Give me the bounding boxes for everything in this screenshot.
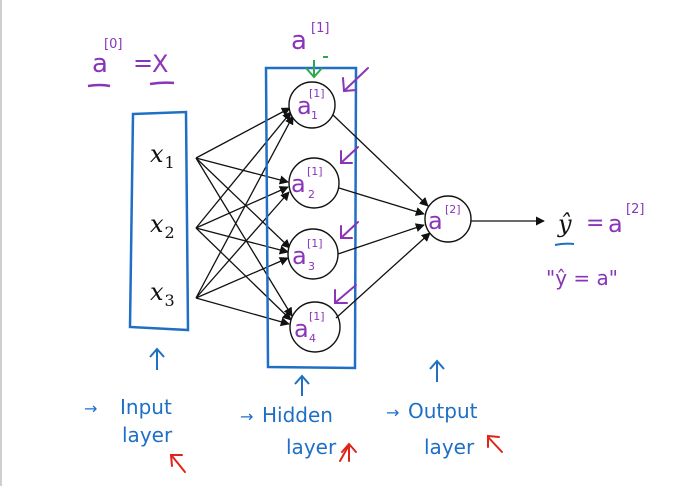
prediction-equation: ŷ = a [2] [557, 202, 644, 238]
output-layer-label-line1: Output [408, 399, 478, 423]
prediction-lhs: ŷ [557, 210, 572, 238]
input-node-x2-sub: 2 [165, 223, 175, 242]
hidden-node-1: a [1] 1 [288, 81, 336, 129]
input-layer-label-group: → Input layer [84, 347, 186, 473]
hidden-node-4-base: a [294, 315, 309, 343]
prediction-note: "ŷ = a" [546, 266, 618, 290]
input-node-x1-base: x [150, 140, 164, 168]
input-vector-label: a [0] = X [92, 37, 168, 79]
hidden-node-3-sub: 3 [308, 260, 315, 273]
hidden-node-2: a [1] 2 [288, 157, 340, 209]
output-node-base: a [428, 207, 443, 235]
input-layer-label-line1: Input [120, 395, 172, 419]
hidden-layer-label-group: → Hidden layer [240, 374, 357, 462]
hidden-vector-base: a [291, 26, 307, 56]
edge-x3-h2 [195, 191, 290, 299]
input-node-x2-base: x [150, 210, 164, 238]
edge-x1-h2 [195, 157, 289, 185]
input-vector-rhs: X [152, 50, 168, 78]
input-layer-box [128, 110, 190, 332]
prediction-sup: [2] [626, 202, 644, 217]
red-arrow-icon-input [169, 454, 186, 473]
hidden-vector-label: a [1] [291, 21, 329, 56]
edge-x1-h4 [195, 157, 293, 317]
edge-x2-h2 [195, 186, 289, 229]
svg-text:x3: x3 [150, 278, 175, 310]
prediction-rhs: a [608, 210, 623, 238]
edge-x3-h4 [195, 297, 290, 327]
hidden-vector-sup: [1] [311, 21, 329, 36]
input-layer-arrow-glyph: → [84, 399, 97, 418]
hidden-layer-label-line1: Hidden [262, 403, 333, 427]
edge-x3-h1 [195, 115, 294, 299]
hidden-node-4-sub: 4 [309, 332, 316, 345]
prediction-eq: = [586, 211, 604, 236]
up-arrow-icon-input [149, 347, 165, 370]
input-vector-underline-x [149, 81, 175, 86]
input-node-x2: x2 [150, 210, 175, 242]
output-node: a [2] [424, 195, 472, 243]
edge-x1-h3 [195, 157, 291, 249]
input-node-x3-base: x [150, 278, 164, 306]
input-node-x1: x1 [150, 140, 175, 172]
hidden-node-2-sub: 2 [308, 188, 315, 201]
edges-input-to-hidden [195, 107, 294, 327]
input-node-x3-sub: 3 [165, 291, 175, 310]
input-vector-eq: = [133, 49, 153, 77]
hidden-node-3: a [1] 3 [287, 228, 339, 280]
hidden-layer-label-line2: layer [286, 435, 337, 459]
output-layer-arrow-glyph: → [386, 403, 399, 422]
edge-h2-out [338, 187, 425, 216]
input-node-x3: x3 [150, 278, 175, 310]
edges-hidden-to-output [332, 114, 431, 319]
output-node-sup: [2] [445, 203, 461, 216]
hidden-node-1-base: a [297, 92, 312, 120]
purple-arrow-icon-1 [342, 67, 369, 93]
edge-x2-h1 [195, 111, 292, 229]
hidden-node-2-base: a [291, 170, 306, 198]
hidden-layer-box [264, 66, 358, 370]
hidden-node-3-base: a [292, 242, 307, 270]
input-vector-underline-a [87, 83, 111, 88]
output-layer-label-line2: layer [424, 435, 475, 459]
edge-x2-h3 [195, 227, 289, 255]
hidden-node-1-sub: 1 [311, 109, 318, 122]
edge-h4-out [335, 232, 431, 319]
purple-arrow-icon-2 [340, 146, 359, 164]
input-vector-sup: [0] [104, 37, 122, 52]
hidden-node-4: a [1] 4 [289, 301, 341, 353]
hidden-node-1-sup: [1] [309, 87, 325, 100]
input-node-x1-sub: 1 [165, 153, 175, 172]
purple-arrow-icon-4 [334, 284, 357, 304]
svg-text:x1: x1 [150, 140, 175, 172]
up-arrow-icon-output [429, 359, 445, 382]
output-layer-label-group: → Output layer [386, 359, 503, 459]
purple-pointer-arrows [334, 67, 369, 304]
edge-x1-h1 [195, 107, 291, 159]
hidden-node-4-sup: [1] [309, 310, 325, 323]
edge-x3-h3 [195, 257, 289, 299]
edge-x2-h4 [195, 227, 292, 321]
hidden-node-2-sup: [1] [307, 165, 323, 178]
up-arrow-icon-hidden [294, 374, 310, 396]
edge-h1-out [332, 114, 429, 207]
red-arrow-icon-hidden [339, 442, 357, 462]
input-layer-label-line2: layer [122, 423, 173, 447]
hidden-layer-arrow-glyph: → [240, 407, 253, 426]
green-down-arrow-icon [305, 60, 323, 79]
input-vector-lhs: a [92, 49, 108, 79]
edge-h3-out [337, 223, 425, 255]
hidden-node-3-sup: [1] [307, 237, 323, 250]
red-arrow-icon-output [487, 434, 503, 453]
purple-arrow-icon-3 [340, 221, 359, 239]
svg-text:x2: x2 [150, 210, 175, 242]
prediction-underline [554, 242, 575, 246]
